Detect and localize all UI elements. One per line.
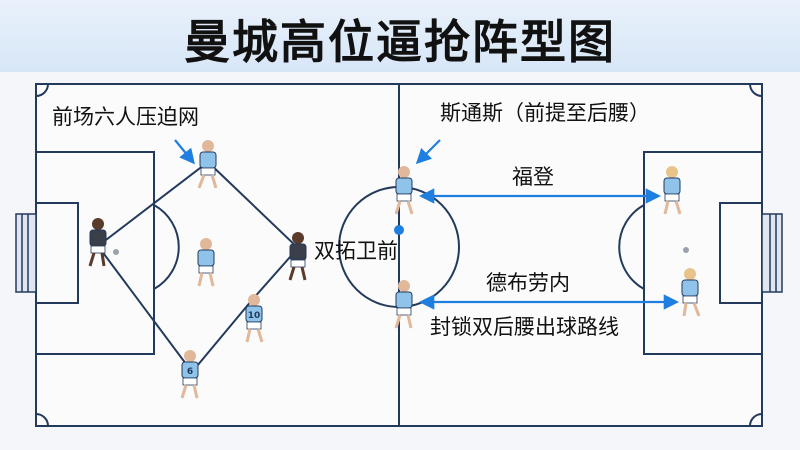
label-stones: 斯通斯（前提至后腰） [440, 101, 650, 125]
press-diamond [97, 160, 300, 374]
page-title: 曼城高位逼抢阵型图 [184, 15, 616, 69]
players: 10 6 [88, 140, 701, 399]
label-foden: 福登 [512, 165, 554, 189]
player-6: 6 [180, 350, 199, 399]
player-winger-top [197, 140, 218, 189]
player-stones [394, 166, 414, 215]
corner-arc-br [749, 413, 763, 427]
label-double-fb: 双拓卫前 [314, 239, 398, 263]
labels: 前场六人压迫网 斯通斯（前提至后腰） 福登 双拓卫前 德布劳内 封锁双后腰出球路… [52, 101, 650, 339]
left-goal [15, 213, 37, 293]
label-de-bruyne: 德布劳内 [486, 271, 570, 295]
player-center-mid [197, 238, 215, 287]
center-spot [394, 225, 404, 235]
player-opponent-bottom [681, 268, 701, 317]
press-label-arrow [174, 139, 195, 165]
player-striker-dark [288, 232, 307, 281]
player-de-bruyne [394, 280, 413, 329]
jersey-number: 10 [248, 311, 261, 321]
left-penalty-arc [153, 204, 180, 290]
ball [113, 249, 119, 255]
label-front-press: 前场六人压迫网 [52, 105, 199, 129]
right-goal [761, 213, 783, 293]
corner-arc-bl [35, 413, 49, 427]
jersey-number: 6 [187, 367, 193, 377]
stones-label-arrow [415, 139, 441, 165]
ball [683, 247, 689, 253]
pitch-lines [35, 83, 763, 427]
label-block: 封锁双后腰出球路线 [430, 315, 619, 339]
arrows [174, 139, 680, 310]
title-band [0, 0, 800, 72]
corner-arc-tl [35, 83, 49, 97]
corner-arc-tr [749, 83, 763, 97]
player-10: 10 [245, 294, 264, 343]
player-keeper-left [88, 218, 107, 267]
right-penalty-arc [618, 204, 645, 290]
player-opponent-top [663, 166, 682, 215]
